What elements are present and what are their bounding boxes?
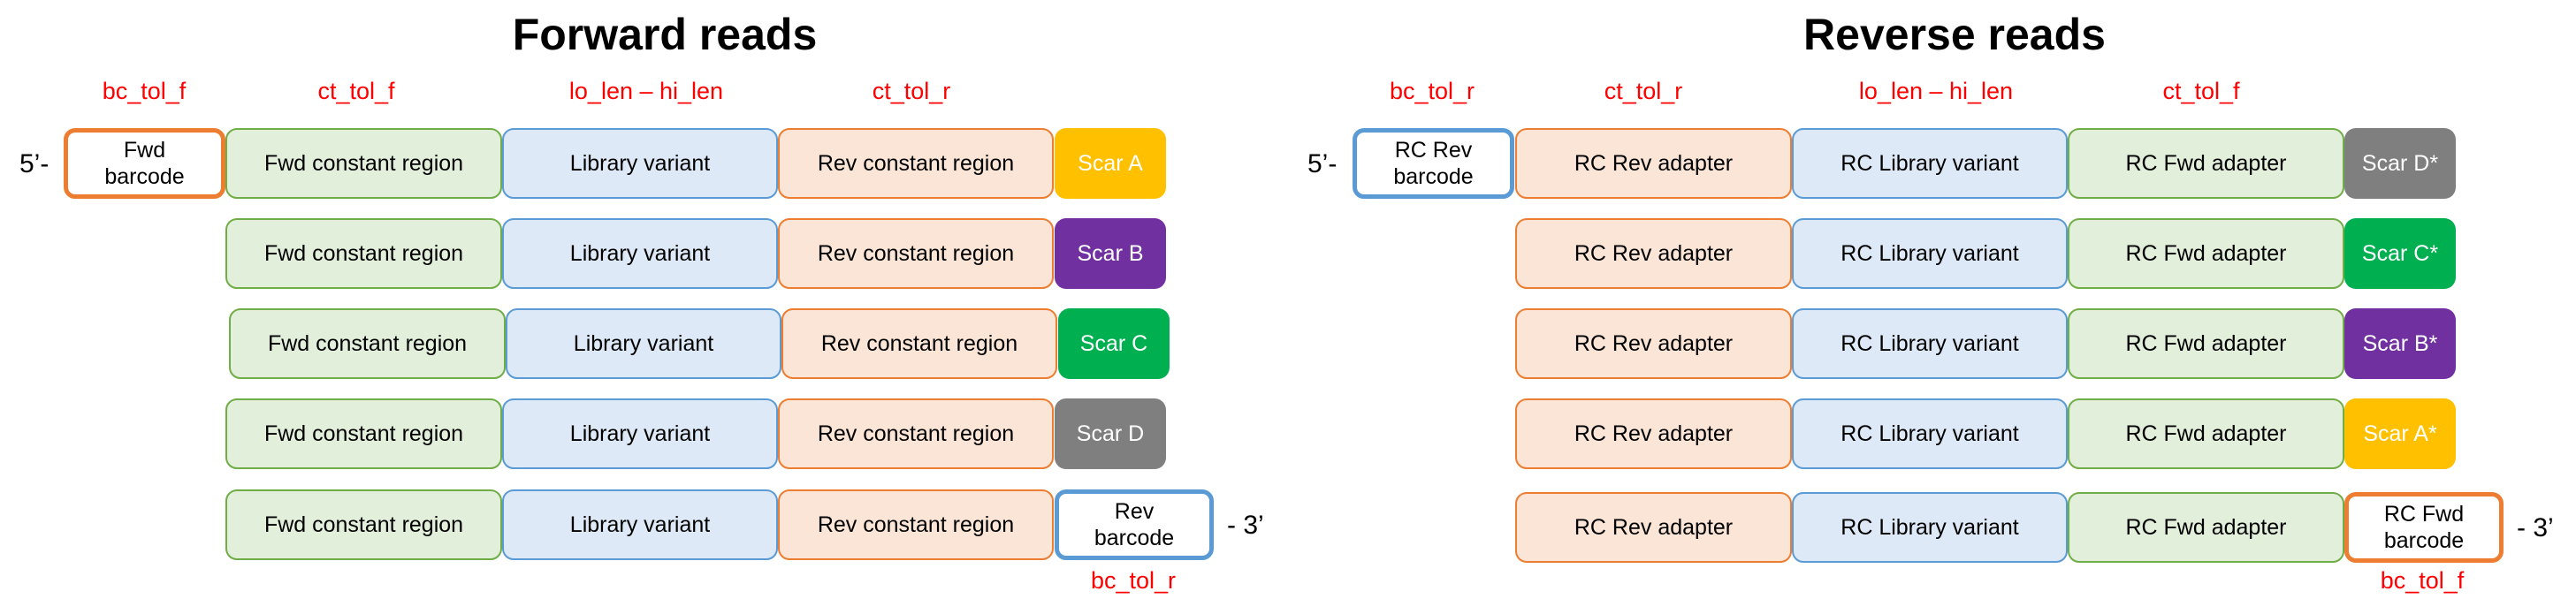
fwd-barcode-tolerance-label: bc_tol_f [2380, 567, 2465, 594]
reverse-title: Reverse reads [1803, 10, 2106, 59]
forward-read-row: Fwd constant region Library variant Rev … [0, 218, 1288, 291]
reverse-read-row: RC Rev adapter RC Library variant RC Fwd… [1288, 492, 2576, 565]
forward-read-row: Fwd constant region Library variant Rev … [0, 308, 1288, 381]
rev-barcode-box: Rev barcode [1055, 489, 1214, 560]
rev-constant-tolerance-label: ct_tol_r [872, 78, 951, 104]
five-prime-label: 5’- [19, 149, 50, 178]
library-variant-box: Library variant [502, 398, 778, 469]
fwd-constant-tolerance-label: ct_tol_f [317, 78, 395, 104]
forward-read-row: Fwd constant region Library variant Rev … [0, 398, 1288, 471]
rc-rev-adapter-box: RC Rev adapter [1515, 308, 1792, 379]
rev-constant-region-box: Rev constant region [778, 218, 1054, 289]
scar-box: Scar C* [2344, 218, 2456, 289]
rc-fwd-adapter-box: RC Fwd adapter [2068, 218, 2344, 289]
fwd-barcode-box: Fwd barcode [64, 128, 225, 199]
library-variant-box: Library variant [506, 308, 781, 379]
reverse-read-row: RC Rev adapter RC Library variant RC Fwd… [1288, 218, 2576, 291]
rc-library-variant-box: RC Library variant [1792, 492, 2068, 563]
rc-rev-adapter-box: RC Rev adapter [1515, 492, 1792, 563]
constant-region-box: Fwd constant region [225, 218, 502, 289]
fwd-constant-tolerance-label: ct_tol_f [2162, 78, 2240, 104]
forward-title: Forward reads [512, 10, 818, 59]
constant-region-box: Fwd constant region [225, 398, 502, 469]
rc-fwd-adapter-box: RC Fwd adapter [2068, 492, 2344, 563]
scar-box: Scar D* [2344, 128, 2456, 199]
three-prime-label: - 3’ [1227, 511, 1264, 540]
scar-box: Scar C [1058, 308, 1170, 379]
rc-rev-adapter-box: RC Rev adapter [1515, 398, 1792, 469]
scar-box: Scar D [1055, 398, 1166, 469]
forward-read-row: 5’- Fwd barcode Fwd constant region Libr… [0, 128, 1288, 201]
constant-region-box: Fwd constant region [225, 128, 502, 199]
reverse-read-row: RC Rev adapter RC Library variant RC Fwd… [1288, 398, 2576, 471]
rev-constant-tolerance-label: ct_tol_r [1604, 78, 1683, 104]
forward-reads-panel: Forward reads bc_tol_f ct_tol_f lo_len –… [0, 10, 1288, 594]
library-variant-box: Library variant [502, 218, 778, 289]
scar-box: Scar B [1055, 218, 1166, 289]
rev-barcode-tolerance-label: bc_tol_r [1090, 567, 1177, 594]
reverse-reads-panel: Reverse reads bc_tol_r ct_tol_r lo_len –… [1288, 0, 2576, 614]
library-variant-box: Library variant [502, 128, 778, 199]
rc-fwd-adapter-box: RC Fwd adapter [2068, 128, 2344, 199]
constant-region-box: Fwd constant region [225, 489, 502, 560]
rc-library-variant-box: RC Library variant [1792, 218, 2068, 289]
three-prime-label: - 3’ [2517, 513, 2554, 542]
rc-rev-adapter-box: RC Rev adapter [1515, 128, 1792, 199]
forward-read-row: Fwd constant region Library variant Rev … [0, 489, 1288, 562]
scar-box: Scar A [1055, 128, 1166, 199]
barcode-tolerance-label: bc_tol_f [102, 78, 187, 104]
rc-library-variant-box: RC Library variant [1792, 398, 2068, 469]
rc-fwd-barcode-box: RC Fwd barcode [2344, 492, 2504, 563]
rc-library-variant-box: RC Library variant [1792, 308, 2068, 379]
rc-fwd-adapter-box: RC Fwd adapter [2068, 398, 2344, 469]
reverse-read-row: 5’- RC Rev barcode RC Rev adapter RC Lib… [1288, 128, 2576, 201]
rev-constant-region-box: Rev constant region [778, 489, 1054, 560]
variant-length-label: lo_len – hi_len [568, 78, 724, 104]
barcode-tolerance-label: bc_tol_r [1389, 78, 1475, 104]
rev-constant-region-box: Rev constant region [778, 398, 1054, 469]
rc-fwd-adapter-box: RC Fwd adapter [2068, 308, 2344, 379]
reverse-read-row: RC Rev adapter RC Library variant RC Fwd… [1288, 308, 2576, 381]
library-variant-box: Library variant [502, 489, 778, 560]
scar-box: Scar B* [2344, 308, 2456, 379]
rev-constant-region-box: Rev constant region [781, 308, 1057, 379]
rc-rev-barcode-box: RC Rev barcode [1353, 128, 1514, 199]
variant-length-label: lo_len – hi_len [1858, 78, 2014, 104]
rc-library-variant-box: RC Library variant [1792, 128, 2068, 199]
five-prime-label: 5’- [1307, 149, 1338, 178]
rev-constant-region-box: Rev constant region [778, 128, 1054, 199]
scar-box: Scar A* [2344, 398, 2456, 469]
rc-rev-adapter-box: RC Rev adapter [1515, 218, 1792, 289]
constant-region-box: Fwd constant region [229, 308, 506, 379]
